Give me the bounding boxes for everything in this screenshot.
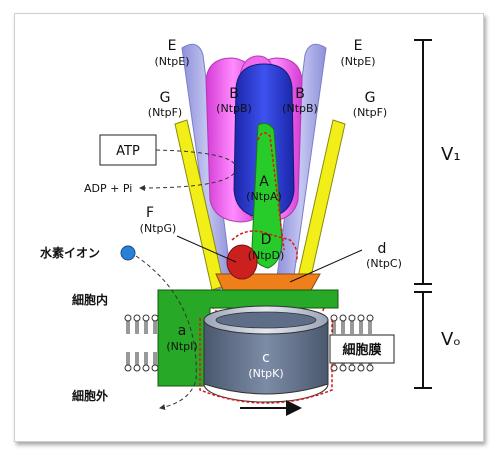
label-ntpk: (NtpK) bbox=[248, 367, 283, 380]
subunit-a-lower bbox=[157, 289, 339, 387]
subunit-f bbox=[226, 244, 258, 280]
membrane-lipids-left bbox=[124, 314, 159, 372]
label-membrane: 細胞膜 bbox=[342, 342, 381, 358]
hydrogen-ion-icon bbox=[120, 245, 136, 261]
label-ntpc: (NtpC) bbox=[366, 257, 402, 270]
ring-c-body bbox=[203, 319, 329, 395]
label-g-right: G bbox=[365, 90, 376, 106]
label-ntpb-right: (NtpB) bbox=[282, 102, 318, 115]
membrane-label-box bbox=[329, 334, 395, 364]
label-ntpd: (NtpD) bbox=[248, 249, 285, 262]
label-v1: V₁ bbox=[441, 144, 461, 165]
label-d-lower: d bbox=[378, 241, 387, 257]
label-vo: Vₒ bbox=[441, 329, 461, 350]
label-c: c bbox=[262, 350, 270, 366]
label-ntpa: (NtpA) bbox=[246, 190, 282, 203]
rotor-outline-upper bbox=[257, 132, 285, 251]
label-f: F bbox=[146, 205, 154, 221]
label-inside-cell: 細胞内 bbox=[72, 292, 108, 307]
v1-bracket bbox=[414, 39, 432, 285]
label-e-left: E bbox=[168, 38, 177, 54]
label-b-left: B bbox=[229, 86, 239, 102]
atp-arrow bbox=[139, 149, 237, 191]
label-ntpb-left: (NtpB) bbox=[216, 102, 252, 115]
atp-box bbox=[99, 134, 157, 166]
label-adp: ADP + Pi bbox=[84, 182, 132, 195]
label-a-upper: A bbox=[259, 174, 269, 190]
label-outside-cell: 細胞外 bbox=[72, 388, 108, 403]
label-ntpe-left: (NtpE) bbox=[154, 55, 189, 68]
subunit-e-left bbox=[181, 43, 233, 291]
label-ntpe-right: (NtpE) bbox=[340, 55, 375, 68]
label-ntpf-right: (NtpF) bbox=[353, 106, 387, 119]
leader-lines bbox=[176, 235, 363, 283]
vo-bracket bbox=[414, 291, 432, 389]
label-a-lower: a bbox=[178, 323, 187, 339]
label-hydrogen-ion: 水素イオン bbox=[40, 245, 100, 260]
label-atp: ATP bbox=[116, 144, 140, 159]
label-d-upper: D bbox=[261, 232, 272, 248]
label-ntpg: (NtpG) bbox=[140, 222, 177, 235]
label-b-right: B bbox=[295, 86, 305, 102]
label-ntpf-left: (NtpF) bbox=[148, 106, 182, 119]
label-ntpi: (NtpI) bbox=[166, 340, 197, 353]
ring-c-top-inner bbox=[215, 311, 317, 329]
label-g-left: G bbox=[160, 90, 171, 106]
label-e-right: E bbox=[354, 38, 363, 54]
ion-path-arrow bbox=[135, 255, 197, 410]
